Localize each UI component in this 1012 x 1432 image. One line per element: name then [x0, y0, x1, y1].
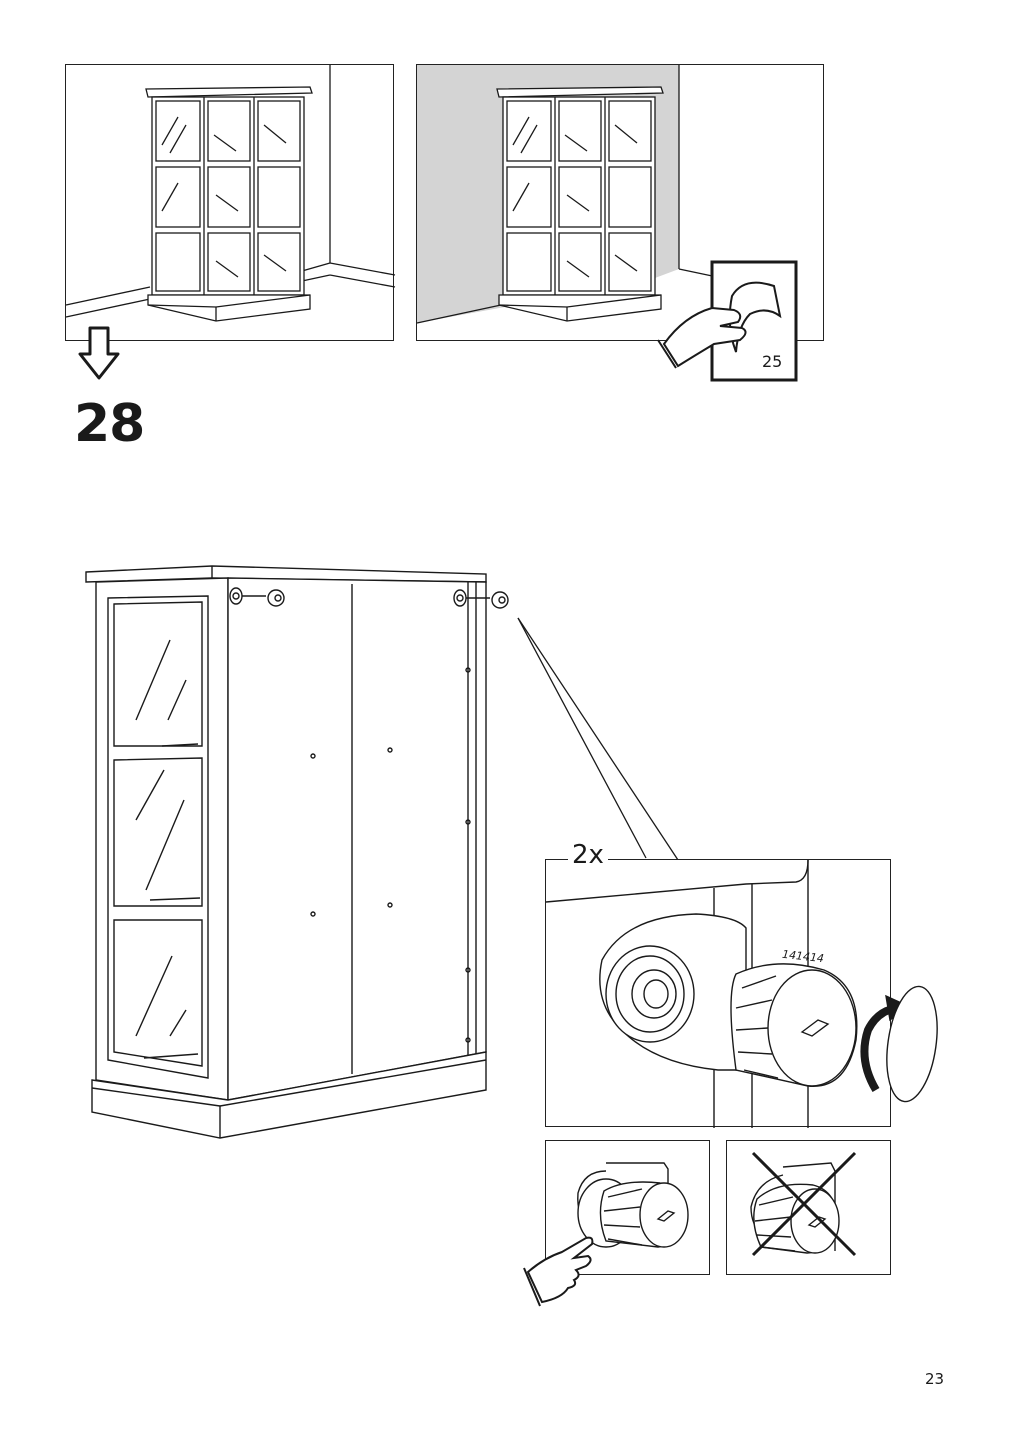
- correct-example-panel: [545, 1140, 710, 1275]
- incorrect-example-panel: [726, 1140, 891, 1275]
- page-number: 23: [925, 1370, 945, 1388]
- cross-mark-icon: [751, 1151, 857, 1257]
- anchor-cap-incorrect: [750, 1162, 840, 1254]
- quantity-label: 2x: [568, 840, 608, 870]
- down-arrow-icon: [78, 326, 120, 380]
- pointing-hand-icon: [523, 1236, 594, 1307]
- illustration-panel-wall: [416, 64, 824, 341]
- cabinet-wall-illustration: [416, 65, 718, 324]
- page-turn-reference: 25: [654, 256, 804, 386]
- step-number: 28: [74, 394, 145, 454]
- anchor-cap-correct: [577, 1162, 689, 1248]
- callout-lines: [517, 617, 679, 861]
- illustration-panel-room-corner: [65, 64, 396, 341]
- cabinet-room-illustration: [65, 65, 396, 322]
- detail-panel-anchor: 141414: [545, 859, 938, 1128]
- reference-page-number: 25: [762, 352, 783, 371]
- cabinet-back-illustration: [85, 565, 509, 1139]
- page-turn-hand-icon: [657, 260, 798, 382]
- anchor-cap-detail: [545, 859, 938, 1128]
